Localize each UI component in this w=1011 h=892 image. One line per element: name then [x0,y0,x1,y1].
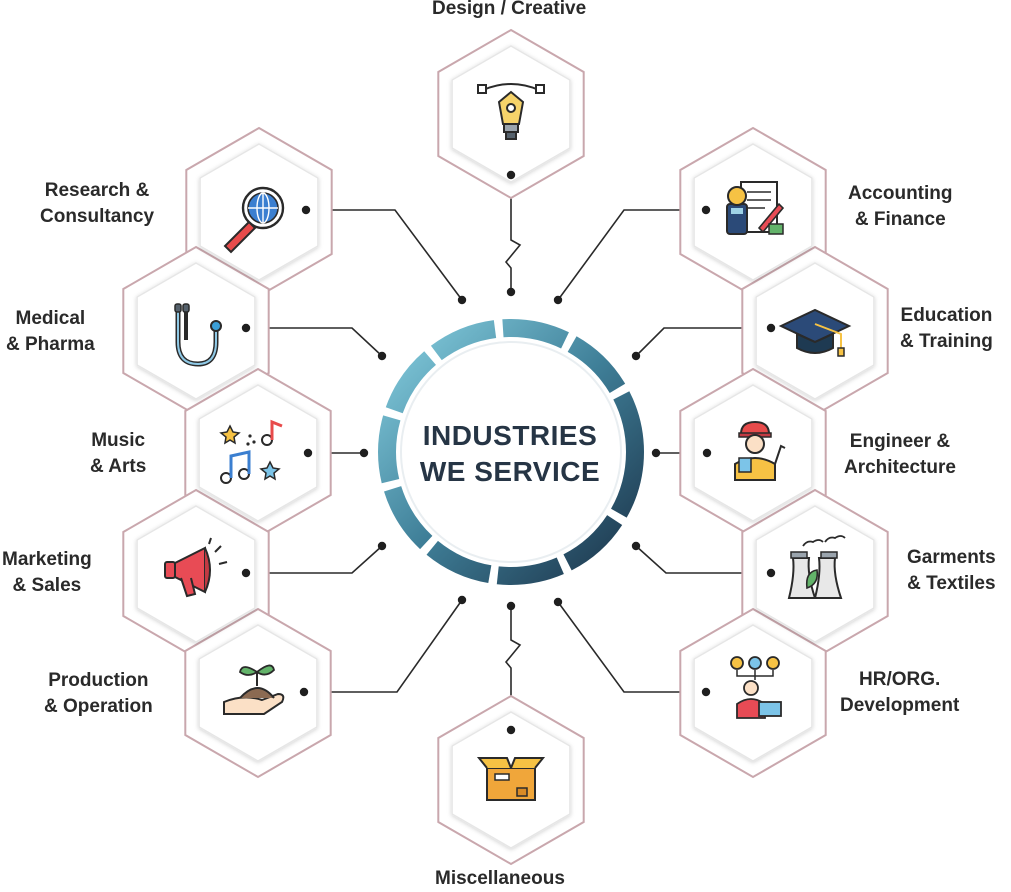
connector-misc [504,606,522,730]
label-music-line2: & Arts [90,456,147,477]
connector-dot-engineer-b [651,448,661,458]
box-icon [476,757,546,801]
label-engineer-line2: Architecture [844,457,956,478]
music-notes-icon [219,419,283,484]
label-hr: HR/ORG. Development [840,667,959,719]
connector-dot-misc-b [506,725,516,735]
center-title-line1: INDUSTRIES [422,420,598,451]
center-ring-inner [400,341,622,563]
invoice-calculator-icon [726,181,785,235]
connector-dot-marketing-a [241,568,251,578]
connector-dot-garments-a [766,568,776,578]
connector-dot-production-b [457,595,467,605]
connector-medical [246,327,383,357]
label-medical-line2: & Pharma [6,334,95,355]
center-ring [378,319,644,585]
label-garments-line2: & Textiles [907,573,996,594]
connector-dot-hr-b [553,597,563,607]
engineer-icon [734,420,786,481]
connector-dot-education-a [766,323,776,333]
label-garments: Garments & Textiles [907,545,996,597]
hexagon-medical [136,262,256,400]
connector-dot-accounting-b [553,295,563,305]
graduation-cap-icon [778,308,852,357]
label-design-line1: Design / Creative [432,0,587,19]
center-ring-segments [378,319,644,585]
label-production: Production & Operation [44,668,153,720]
connector-dot-design-b [506,287,516,297]
connector-dot-design-a [506,170,516,180]
label-marketing-line2: & Sales [12,575,82,596]
connector-dot-research-b [457,295,467,305]
label-production-line2: & Operation [44,696,153,717]
label-engineer-line1: Engineer & [849,431,951,452]
label-music: Music & Arts [90,428,146,480]
label-hr-line2: Development [840,695,960,716]
label-education: Education & Training [900,303,993,355]
connector-production [304,599,463,693]
label-accounting-line2: & Finance [854,209,946,230]
label-garments-line1: Garments [907,547,996,568]
label-design: Design / Creative [432,0,586,22]
connector-dot-medical-a [241,323,251,333]
connector-dot-medical-b [377,351,387,361]
connectors [246,175,771,730]
label-medical-line1: Medical [15,308,86,329]
label-accounting: Accounting & Finance [848,181,953,233]
magnifier-globe-icon [223,186,285,254]
connector-education [635,327,771,357]
label-misc: Miscellaneous [435,866,565,892]
connector-garments [635,545,771,574]
connector-dot-misc-a [506,601,516,611]
connector-dot-marketing-b [377,541,387,551]
center-title: INDUSTRIES WE SERVICE [365,418,655,490]
connector-dot-hr-a [701,687,711,697]
label-hr-line1: HR/ORG. [859,669,941,690]
label-marketing: Marketing & Sales [2,547,92,599]
team-laptop-icon [730,656,782,719]
label-medical: Medical & Pharma [6,306,95,358]
label-misc-line1: Miscellaneous [435,868,565,889]
connector-dot-research-a [301,205,311,215]
center-title-line2: WE SERVICE [419,456,601,487]
label-research: Research & Consultancy [40,178,154,230]
pen-tool-icon [477,83,545,140]
connector-dot-accounting-a [701,205,711,215]
plant-hand-icon [223,664,285,715]
label-marketing-line1: Marketing [2,549,92,570]
label-accounting-line1: Accounting [848,183,953,204]
connector-research [306,209,463,301]
connector-dot-education-b [631,351,641,361]
label-education-line2: & Training [900,331,993,352]
connector-dot-music-b [359,448,369,458]
connector-marketing [246,545,383,574]
label-production-line1: Production [48,670,149,691]
label-research-line1: Research & [44,180,150,201]
label-education-line1: Education [900,305,993,326]
connector-dot-production-a [299,687,309,697]
megaphone-icon [164,537,228,598]
connector-dot-engineer-a [702,448,712,458]
label-research-line2: Consultancy [40,206,155,227]
connector-accounting [557,209,706,301]
connector-design [504,175,522,292]
factory-leaf-icon [787,535,846,599]
hexagon-music [198,384,318,522]
label-music-line1: Music [91,430,146,451]
connector-dot-garments-b [631,541,641,551]
connector-hr [557,601,706,693]
label-engineer: Engineer & Architecture [844,429,956,481]
connector-dot-music-a [303,448,313,458]
stethoscope-icon [174,303,222,367]
connector-dots [241,170,776,735]
